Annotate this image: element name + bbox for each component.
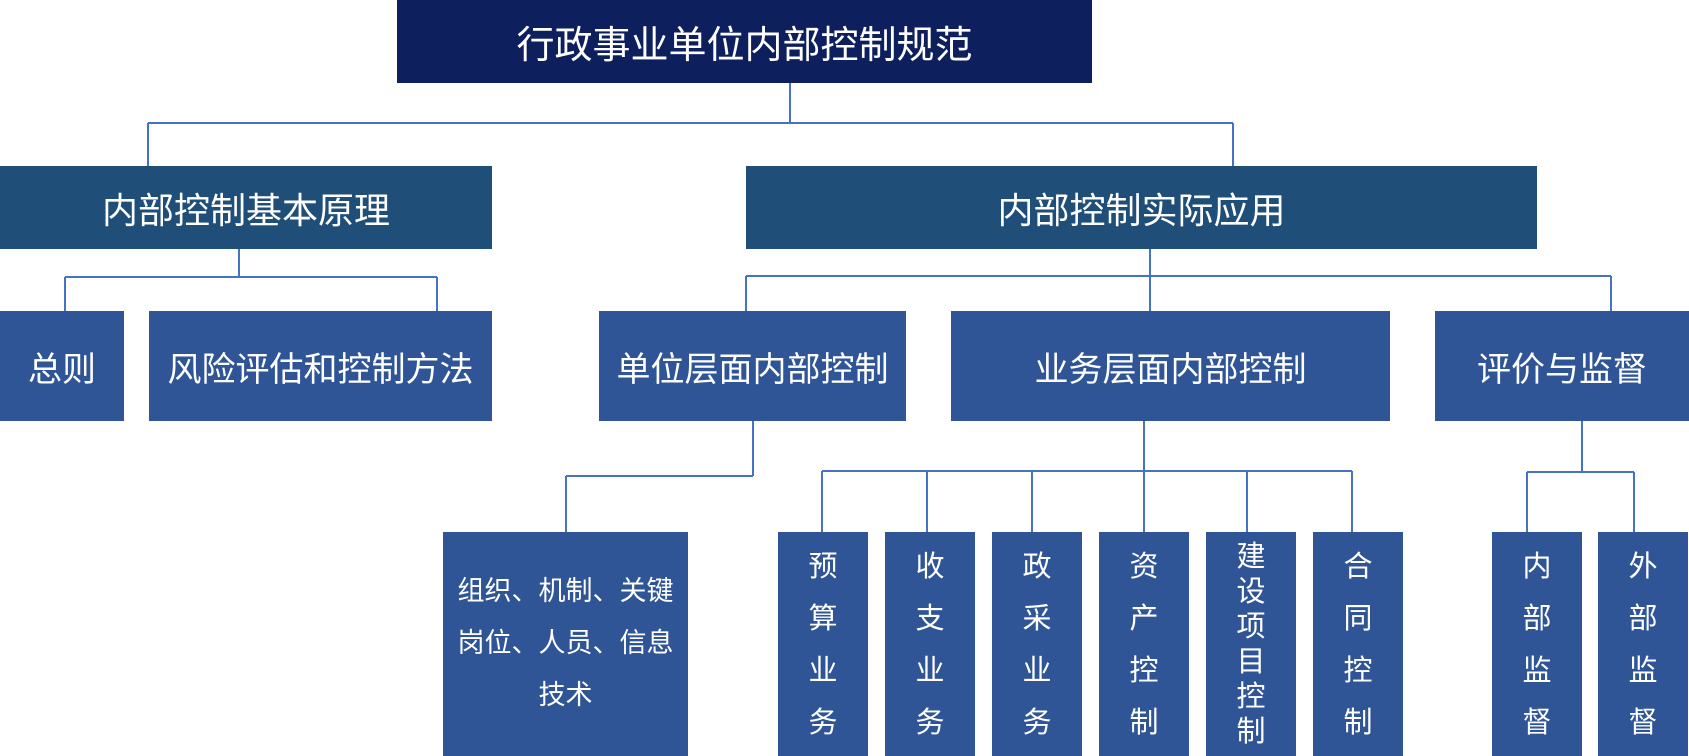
construction-label: 建设项目控制 — [1236, 539, 1266, 748]
internal-supervision-node: 内部监督 — [1492, 532, 1582, 756]
procurement-node: 政采业务 — [992, 532, 1082, 756]
root-node: 行政事业单位内部控制规范 — [397, 0, 1092, 83]
principles-label: 内部控制基本原理 — [101, 190, 390, 232]
procurement-label: 政采业务 — [1022, 549, 1052, 739]
income-expense-node: 收支业务 — [885, 532, 975, 756]
principles-node: 内部控制基本原理 — [0, 166, 492, 249]
assets-label: 资产控制 — [1129, 549, 1159, 739]
internal-supervision-label: 内部监督 — [1522, 549, 1552, 739]
root-label: 行政事业单位内部控制规范 — [516, 23, 973, 67]
unit-detail-node: 组织、机制、关键岗位、人员、信息技术 — [443, 532, 688, 756]
application-node: 内部控制实际应用 — [746, 166, 1537, 249]
evaluation-node: 评价与监督 — [1435, 311, 1689, 421]
external-supervision-label: 外部监督 — [1628, 549, 1658, 739]
construction-node: 建设项目控制 — [1206, 532, 1296, 756]
income-expense-label: 收支业务 — [915, 549, 945, 739]
contract-label: 合同控制 — [1343, 549, 1373, 739]
external-supervision-node: 外部监督 — [1598, 532, 1688, 756]
application-label: 内部控制实际应用 — [997, 190, 1286, 232]
general-label: 总则 — [28, 349, 96, 390]
business-level-label: 业务层面内部控制 — [1034, 349, 1307, 390]
budget-node: 预算业务 — [778, 532, 868, 756]
risk-label: 风险评估和控制方法 — [167, 349, 474, 390]
business-level-node: 业务层面内部控制 — [951, 311, 1390, 421]
evaluation-label: 评价与监督 — [1477, 349, 1647, 390]
contract-node: 合同控制 — [1313, 532, 1403, 756]
unit-detail-label: 组织、机制、关键岗位、人员、信息技术 — [457, 576, 674, 711]
unit-level-label: 单位层面内部控制 — [616, 349, 889, 390]
budget-label: 预算业务 — [808, 549, 838, 739]
general-node: 总则 — [0, 311, 124, 421]
risk-node: 风险评估和控制方法 — [149, 311, 492, 421]
unit-level-node: 单位层面内部控制 — [599, 311, 906, 421]
assets-node: 资产控制 — [1099, 532, 1189, 756]
